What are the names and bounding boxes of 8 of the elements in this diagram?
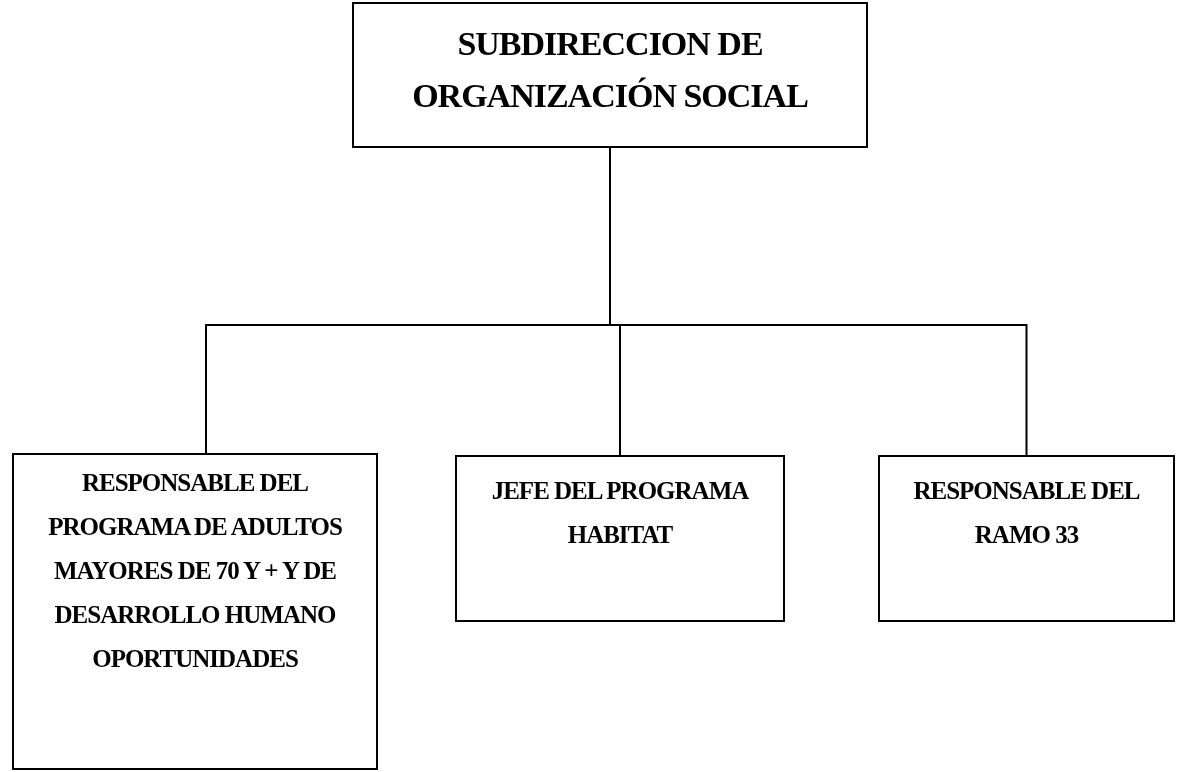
org-box xyxy=(12,453,378,770)
box-label: RESPONSABLE DEL RAMO 33 xyxy=(912,476,1141,550)
box-label: SUBDIRECCION DE ORGANIZACIÓN SOCIAL xyxy=(411,24,809,116)
org-box xyxy=(352,2,868,148)
org-box xyxy=(878,455,1175,622)
org-box xyxy=(455,455,785,622)
box-label: RESPONSABLE DEL PROGRAMA DE ADULTOS MAYORES DE 70 Y + Y DE DESARROLLO HUMANO OPORTUNIDADES xyxy=(47,468,343,674)
box-label: JEFE DEL PROGRAMA HABITAT xyxy=(490,476,750,550)
